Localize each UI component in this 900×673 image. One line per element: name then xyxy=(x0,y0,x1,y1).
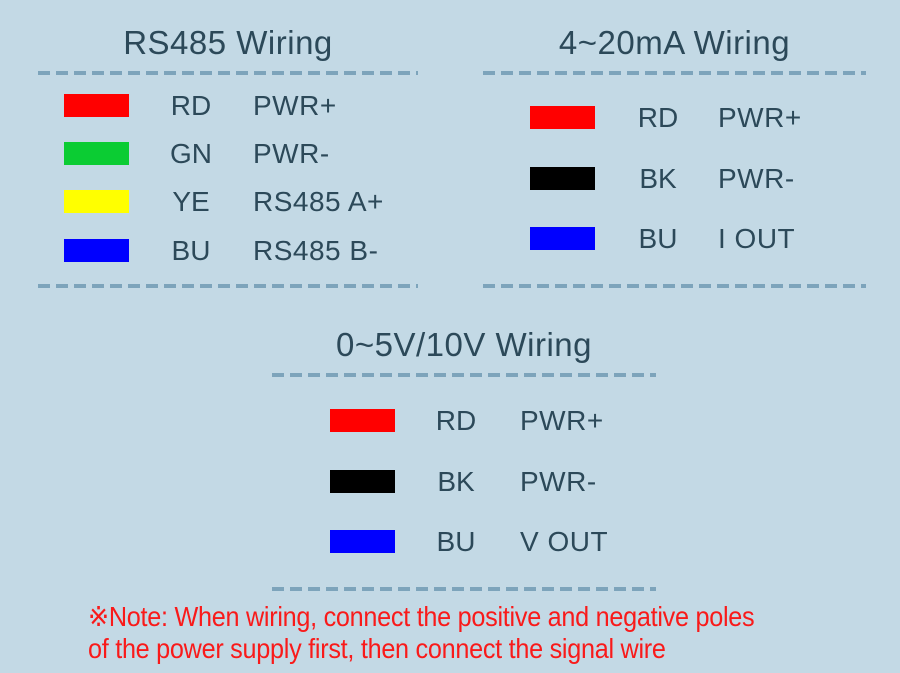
divider-dashed-bottom xyxy=(38,284,418,288)
wire-code-label: RD xyxy=(435,405,477,436)
section-title-4-20ma: 4~20mA Wiring xyxy=(558,24,791,61)
wire-color-swatch-yellow xyxy=(64,190,129,213)
wire-row-blue: BU V OUT xyxy=(272,526,656,557)
wire-row-blue: BU RS485 B- xyxy=(38,235,418,266)
section-0-5v-10v-wiring: 0~5V/10V Wiring RD PWR+ BK PWR- BU V OUT xyxy=(272,326,656,594)
wire-color-swatch-blue xyxy=(330,530,395,553)
wire-row-green: GN PWR- xyxy=(38,138,418,169)
wire-code-label: BK xyxy=(639,163,677,194)
wire-color-swatch-blue xyxy=(64,239,129,262)
wire-code-label: BU xyxy=(436,526,476,557)
wire-color-swatch-red xyxy=(64,94,129,117)
wiring-note-line-1: ※Note: When wiring, connect the positive… xyxy=(88,601,755,632)
wire-signal-label: V OUT xyxy=(520,526,609,557)
wire-signal-label: RS485 A+ xyxy=(253,186,384,217)
section-title-rs485: RS485 Wiring xyxy=(123,24,333,61)
wire-signal-label: PWR- xyxy=(253,138,330,169)
wire-color-swatch-black xyxy=(330,470,395,493)
wiring-note: ※Note: When wiring, connect the positive… xyxy=(88,601,755,665)
wiring-note-line-2: of the power supply first, then connect … xyxy=(88,633,666,664)
wire-signal-label: I OUT xyxy=(718,223,796,254)
wire-row-black: BK PWR- xyxy=(272,466,656,497)
wire-code-label: YE xyxy=(172,186,210,217)
wire-code-label: BU xyxy=(638,223,678,254)
wire-row-red: RD PWR+ xyxy=(483,102,866,133)
wire-signal-label: RS485 B- xyxy=(253,235,379,266)
wire-row-blue: BU I OUT xyxy=(483,223,866,254)
wire-color-swatch-black xyxy=(530,167,595,190)
wire-code-label: BK xyxy=(437,466,475,497)
wire-code-label: GN xyxy=(170,138,212,169)
wire-code-label: RD xyxy=(637,102,679,133)
section-rs485-wiring: RS485 Wiring RD PWR+ GN PWR- YE RS485 A+… xyxy=(38,24,418,290)
divider-dashed-bottom xyxy=(483,284,866,288)
wire-signal-label: PWR+ xyxy=(253,90,337,121)
wire-color-swatch-green xyxy=(64,142,129,165)
wire-code-label: BU xyxy=(171,235,211,266)
section-title-0-5v-10v: 0~5V/10V Wiring xyxy=(335,326,593,363)
wire-signal-label: PWR+ xyxy=(718,102,802,133)
divider-dashed-top xyxy=(483,71,866,75)
divider-dashed-bottom xyxy=(272,587,656,591)
wire-signal-label: PWR- xyxy=(520,466,597,497)
divider-dashed-top xyxy=(38,71,418,75)
wire-row-yellow: YE RS485 A+ xyxy=(38,186,418,217)
wire-row-black: BK PWR- xyxy=(483,163,866,194)
wire-signal-label: PWR+ xyxy=(520,405,604,436)
wire-code-label: RD xyxy=(170,90,212,121)
wire-color-swatch-red xyxy=(330,409,395,432)
wire-color-swatch-blue xyxy=(530,227,595,250)
wire-signal-label: PWR- xyxy=(718,163,795,194)
wire-color-swatch-red xyxy=(530,106,595,129)
wire-row-red: RD PWR+ xyxy=(38,90,418,121)
section-4-20ma-wiring: 4~20mA Wiring RD PWR+ BK PWR- BU I OUT xyxy=(483,24,866,290)
divider-dashed-top xyxy=(272,373,656,377)
wire-row-red: RD PWR+ xyxy=(272,405,656,436)
